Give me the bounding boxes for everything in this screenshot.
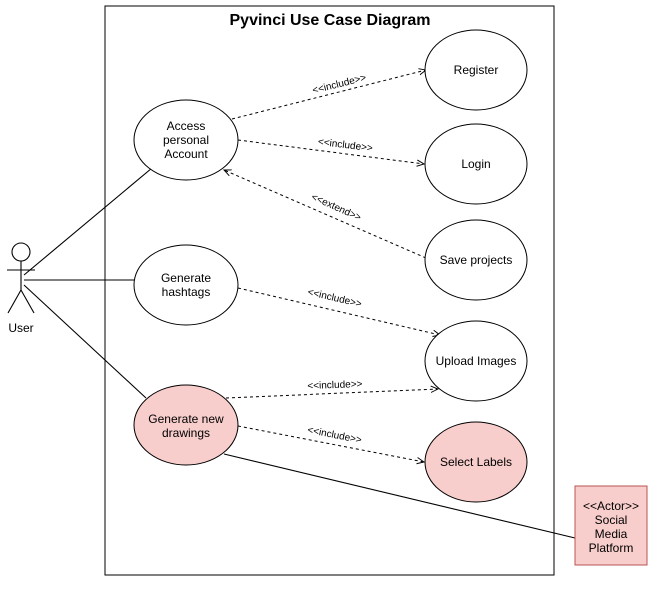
use-case-label: Generate new (148, 412, 224, 426)
include-arrow-labels (237, 425, 424, 462)
use-case-label: drawings (162, 426, 210, 440)
association-drawings-social (223, 453, 576, 539)
actor-box (574, 485, 648, 566)
use-case-ellipse (424, 320, 528, 402)
actor-social-label: Platform (589, 541, 634, 555)
association-user-access (23, 167, 153, 276)
include-arrow-upload-from-hashtags (237, 287, 440, 335)
use-case-access-account: Access personal Account (133, 99, 239, 181)
use-case-upload-images: Upload Images (424, 320, 528, 402)
use-case-label: Upload Images (436, 354, 517, 368)
use-case-label: Save projects (440, 253, 513, 267)
use-case-select-labels: Select Labels (424, 421, 528, 503)
use-case-ellipse (133, 384, 239, 466)
actor-user-label: User (8, 321, 33, 335)
use-case-generate-drawings: Generate new drawings (133, 384, 239, 466)
label-include-drawings-upload: <<include>> (307, 379, 363, 392)
actor-social-label: Social (595, 513, 628, 527)
use-case-ellipse (133, 244, 239, 326)
use-case-label: Access (167, 119, 206, 133)
use-case-label: hashtags (162, 285, 211, 299)
use-case-ellipse (424, 29, 528, 111)
use-case-label: Account (164, 147, 208, 161)
include-arrow-login (237, 139, 424, 164)
actor-stereotype: <<Actor>> (583, 499, 639, 513)
use-case-register: Register (424, 29, 528, 111)
use-case-ellipse (424, 123, 528, 205)
use-case-label: Generate (161, 271, 211, 285)
use-case-label: Select Labels (440, 455, 512, 469)
stick-figure-icon (7, 242, 35, 314)
use-case-label: personal (163, 133, 209, 147)
use-case-label: Register (454, 63, 499, 77)
use-case-label: Login (461, 157, 490, 171)
use-case-ellipse (424, 421, 528, 503)
association-user-drawings (23, 284, 147, 399)
use-case-ellipse (133, 99, 239, 181)
diagram-title: Pyvinci Use Case Diagram (230, 12, 431, 29)
actor-user: User (7, 242, 35, 335)
actor-social-label: Media (595, 527, 628, 541)
actor-social-media-platform: <<Actor>> Social Media Platform (574, 485, 648, 566)
use-case-ellipse (424, 219, 528, 301)
include-arrow-upload-from-drawings (225, 389, 438, 399)
use-case-login: Login (424, 123, 528, 205)
extend-arrow-access (224, 170, 427, 259)
use-case-generate-hashtags: Generate hashtags (133, 244, 239, 326)
use-case-save-projects: Save projects (424, 219, 528, 301)
